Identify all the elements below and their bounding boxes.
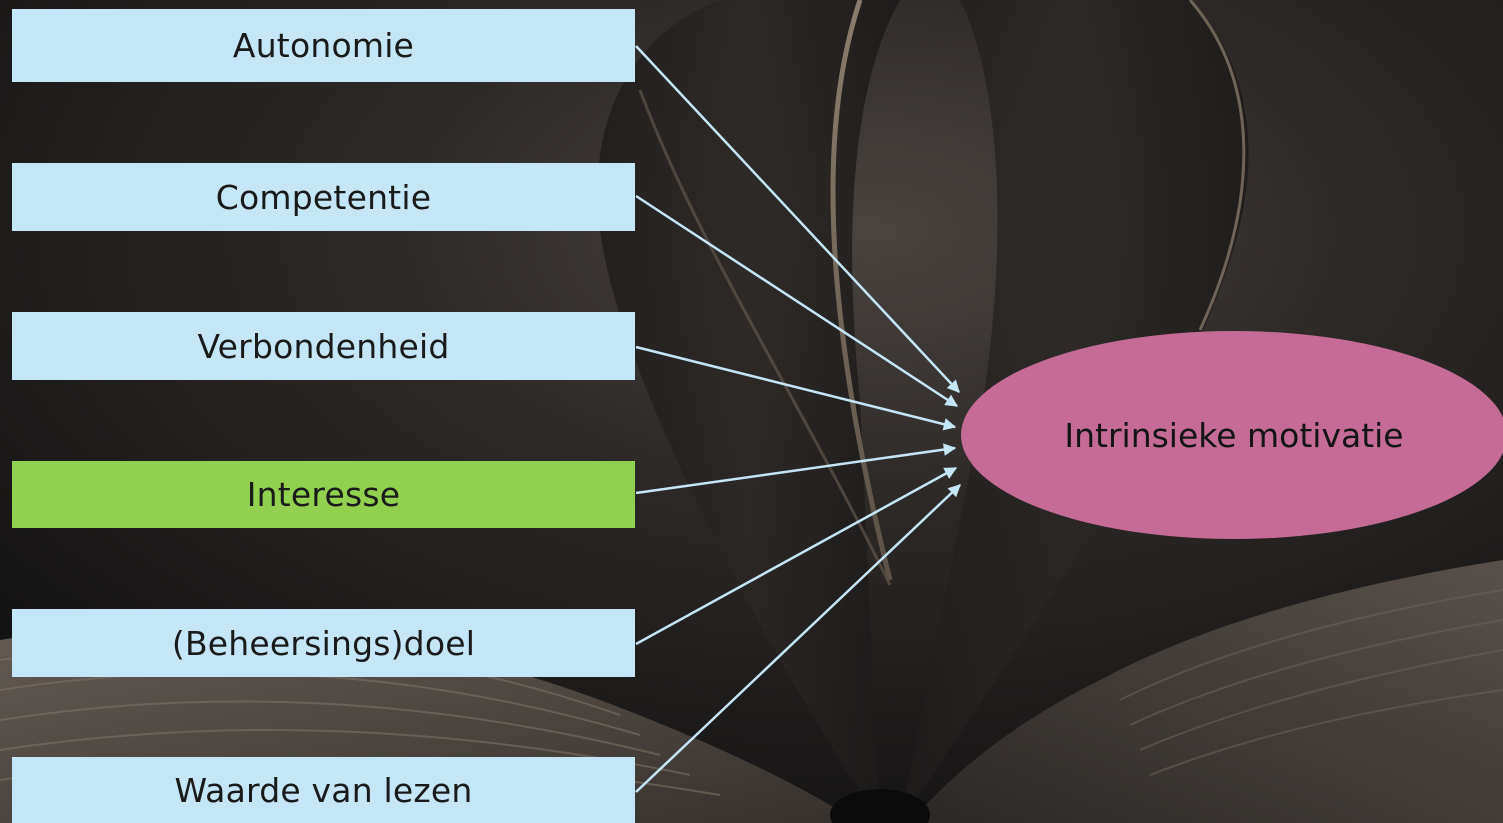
- intrinsic-motivation-ellipse: Intrinsieke motivatie: [961, 331, 1503, 539]
- factor-label: Waarde van lezen: [174, 770, 473, 810]
- arrow-competentie: [635, 194, 959, 408]
- factor-label: Autonomie: [232, 26, 415, 65]
- factor-box-interesse: Interesse: [12, 461, 635, 528]
- arrow-verbondenheid: [635, 345, 957, 431]
- arrow-interesse: [635, 443, 957, 495]
- factor-box-autonomie: Autonomie: [12, 9, 635, 82]
- factor-box-competentie: Competentie: [12, 163, 635, 231]
- factor-box-waarde-van-lezen: Waarde van lezen: [12, 757, 635, 823]
- arrow-autonomie: [635, 45, 960, 393]
- factor-label: Competentie: [215, 177, 432, 217]
- factor-label: Verbondenheid: [197, 326, 450, 366]
- factor-box-beheersingsdoel: (Beheersings)doel: [12, 609, 635, 677]
- arrow-waarde-van-lezen: [635, 484, 961, 793]
- factor-label: Interesse: [246, 475, 401, 514]
- target-label: Intrinsieke motivatie: [1064, 415, 1404, 455]
- factor-label: (Beheersings)doel: [171, 623, 476, 663]
- arrow-beheersingsdoel: [635, 466, 958, 646]
- factor-box-verbondenheid: Verbondenheid: [12, 312, 635, 380]
